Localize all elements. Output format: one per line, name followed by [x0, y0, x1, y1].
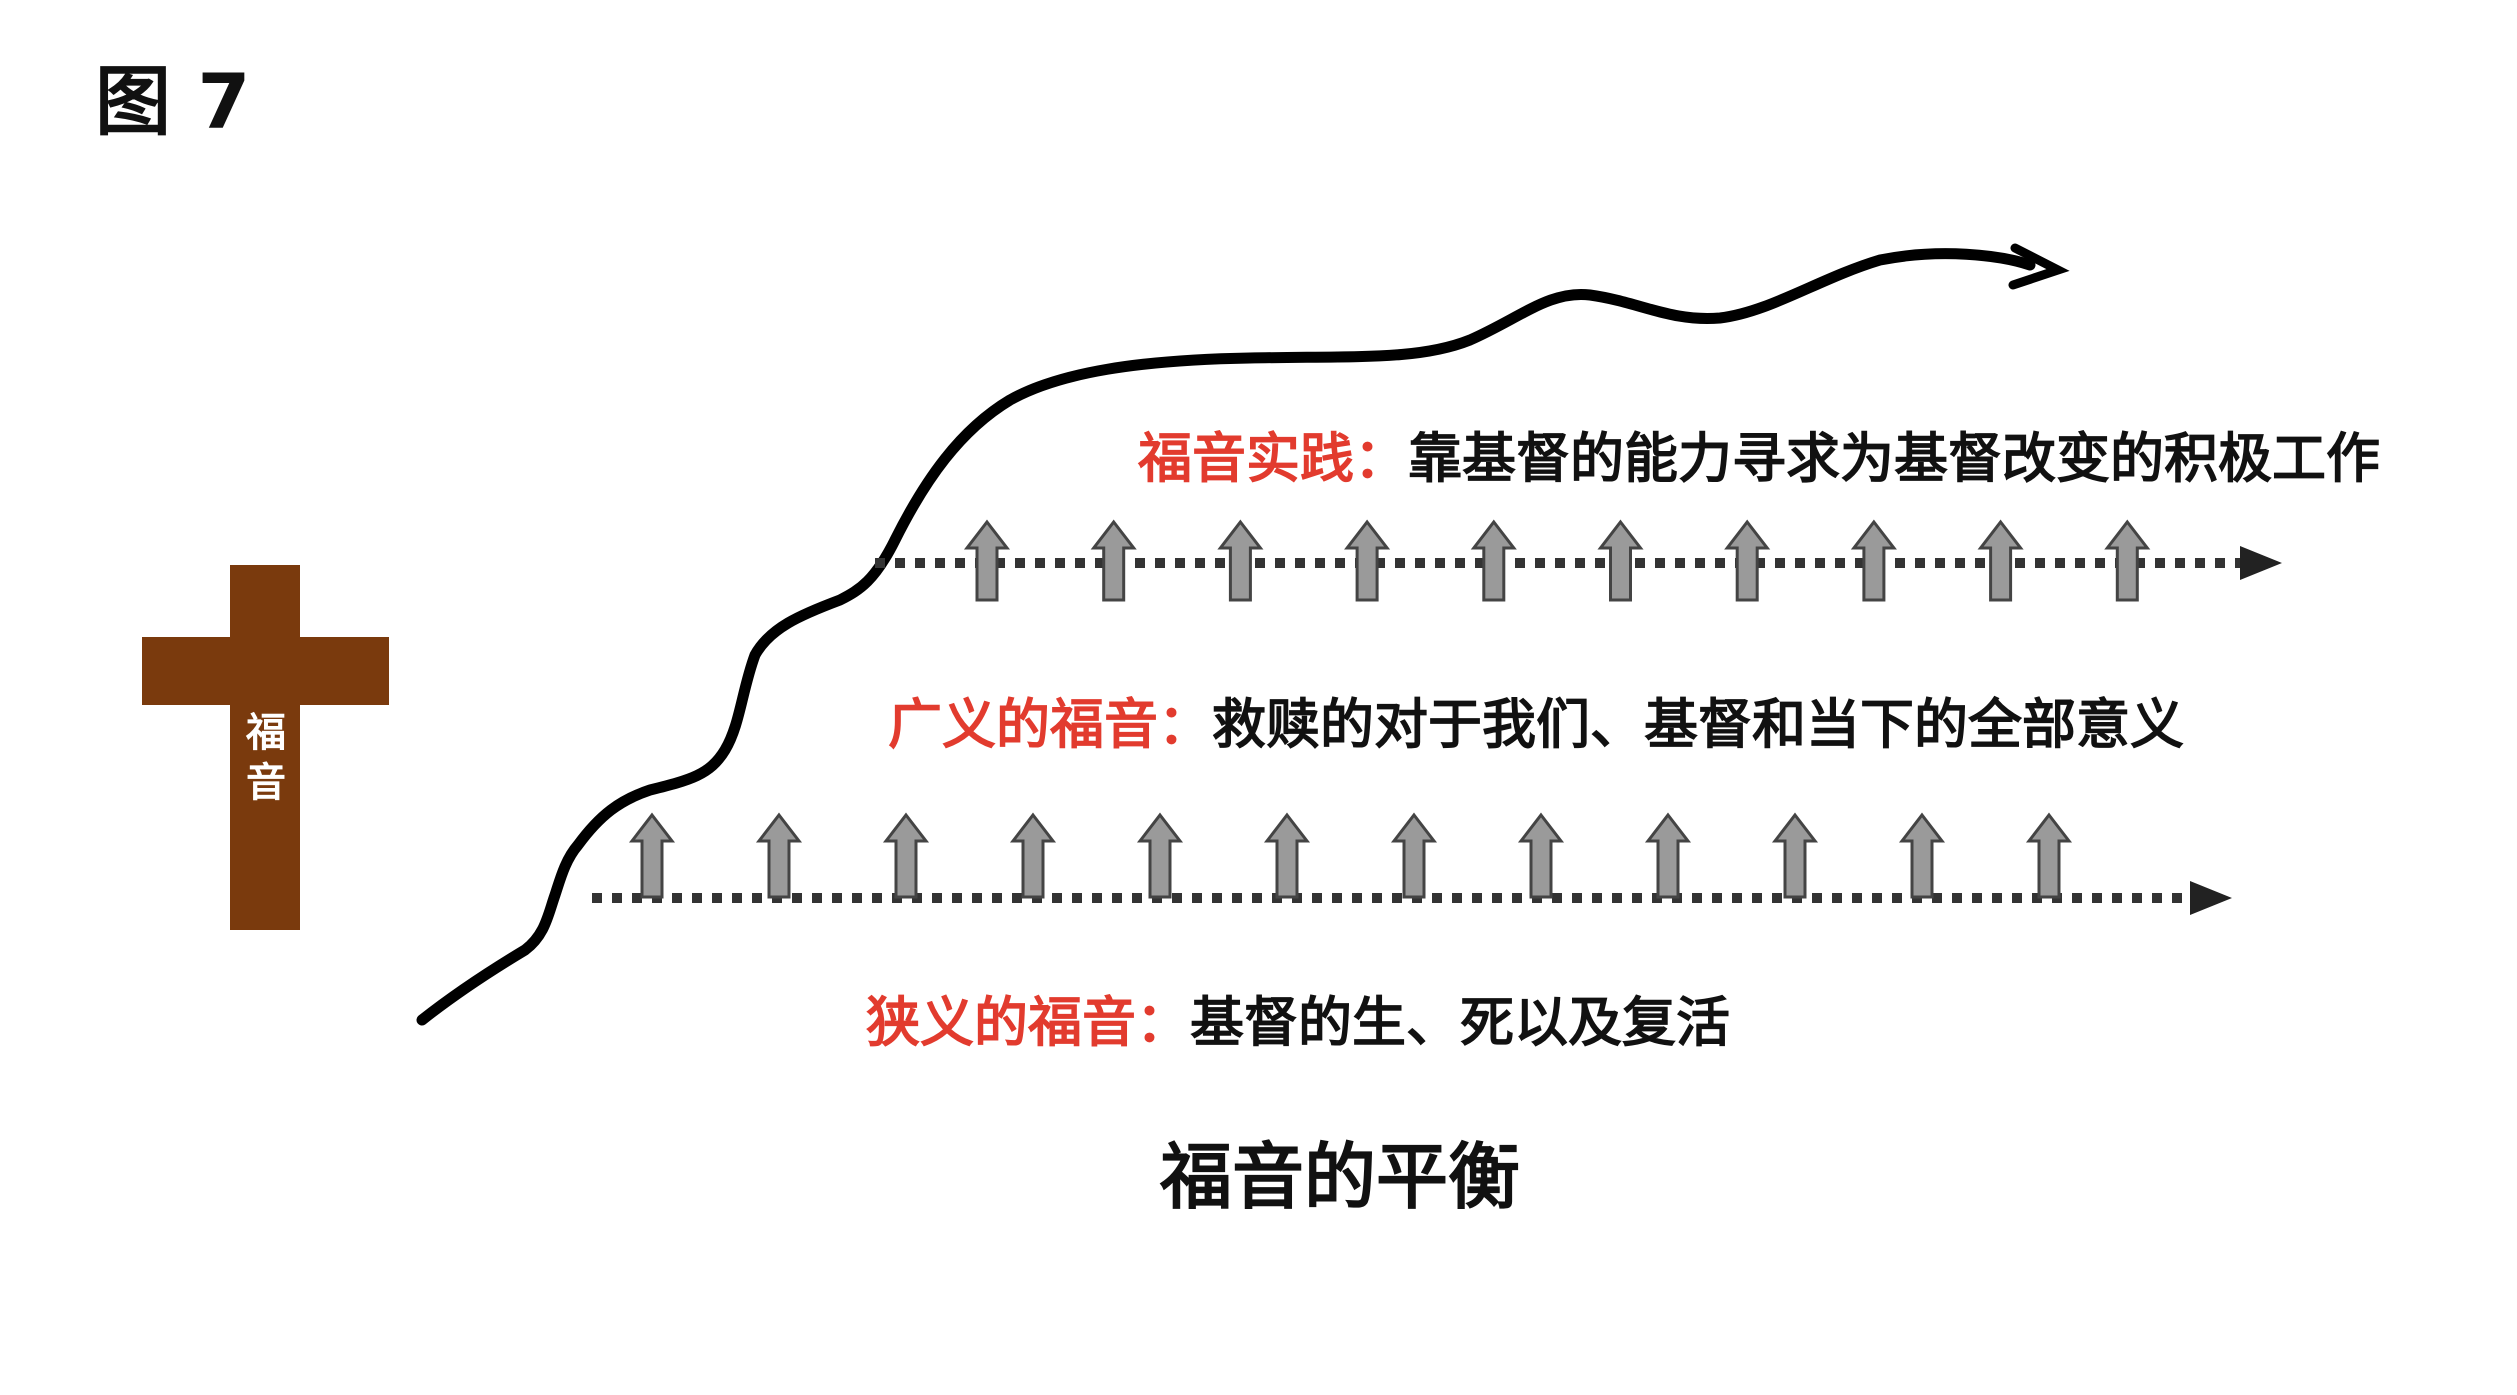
lower-up-arrow-icon	[1263, 812, 1311, 899]
upper-up-arrow-icon	[2104, 519, 2151, 602]
upper-arrow-row	[963, 519, 2151, 602]
cross-label: 福 音	[236, 708, 296, 808]
upper-up-arrow-icon	[1217, 519, 1264, 602]
lower-up-arrow-icon	[2025, 812, 2073, 899]
upper-up-arrow-icon	[1470, 519, 1517, 602]
upper-up-arrow-icon	[1597, 519, 1644, 602]
broad-gospel-heading: 广义的福音：	[888, 693, 1212, 756]
lower-up-arrow-icon	[628, 812, 676, 899]
upper-line-arrowhead	[2240, 546, 2282, 580]
cross-vertical-beam	[230, 565, 300, 930]
upper-up-arrow-icon	[1090, 519, 1137, 602]
cross-icon	[142, 565, 389, 930]
lower-up-arrow-icon	[882, 812, 930, 899]
narrow-gospel-statement: 狭义的福音：基督的生、死以及复活	[866, 978, 1730, 1057]
curve-arrowhead	[2008, 243, 2070, 290]
cross-label-char: 福	[246, 710, 286, 756]
narrow-gospel-description: 基督的生、死以及复活	[1190, 991, 1730, 1054]
practice-heading: 福音实践：	[1138, 427, 1408, 490]
practice-statement: 福音实践：靠基督的能力寻求为基督改变的积极工作	[1138, 414, 2380, 493]
upper-up-arrow-icon	[1724, 519, 1771, 602]
figure-label: 图 7	[95, 57, 251, 146]
narrow-gospel-heading: 狭义的福音：	[866, 991, 1190, 1054]
diagram-caption: 福音的平衡	[1160, 1135, 1521, 1219]
broad-gospel-statement: 广义的福音：救赎的对于我们、基督和当下的全部意义	[888, 680, 2184, 759]
lower-line-arrowhead	[2190, 881, 2232, 915]
cross-label-char: 音	[246, 760, 286, 806]
lower-up-arrow-icon	[1898, 812, 1946, 899]
practice-description: 靠基督的能力寻求为基督改变的积极工作	[1408, 427, 2380, 490]
lower-up-arrow-icon	[1644, 812, 1692, 899]
upper-up-arrow-icon	[1344, 519, 1391, 602]
lower-up-arrow-icon	[1390, 812, 1438, 899]
lower-arrow-row	[628, 812, 2073, 899]
lower-up-arrow-icon	[1136, 812, 1184, 899]
upper-up-arrow-icon	[1850, 519, 1897, 602]
lower-up-arrow-icon	[1517, 812, 1565, 899]
growth-curve	[416, 248, 2036, 1026]
upper-up-arrow-icon	[1977, 519, 2024, 602]
upper-up-arrow-icon	[963, 519, 1011, 602]
lower-up-arrow-icon	[755, 812, 803, 899]
lower-up-arrow-icon	[1771, 812, 1819, 899]
broad-gospel-description: 救赎的对于我们、基督和当下的全部意义	[1212, 693, 2184, 756]
cross-horizontal-beam	[142, 637, 389, 705]
lower-up-arrow-icon	[1009, 812, 1057, 899]
